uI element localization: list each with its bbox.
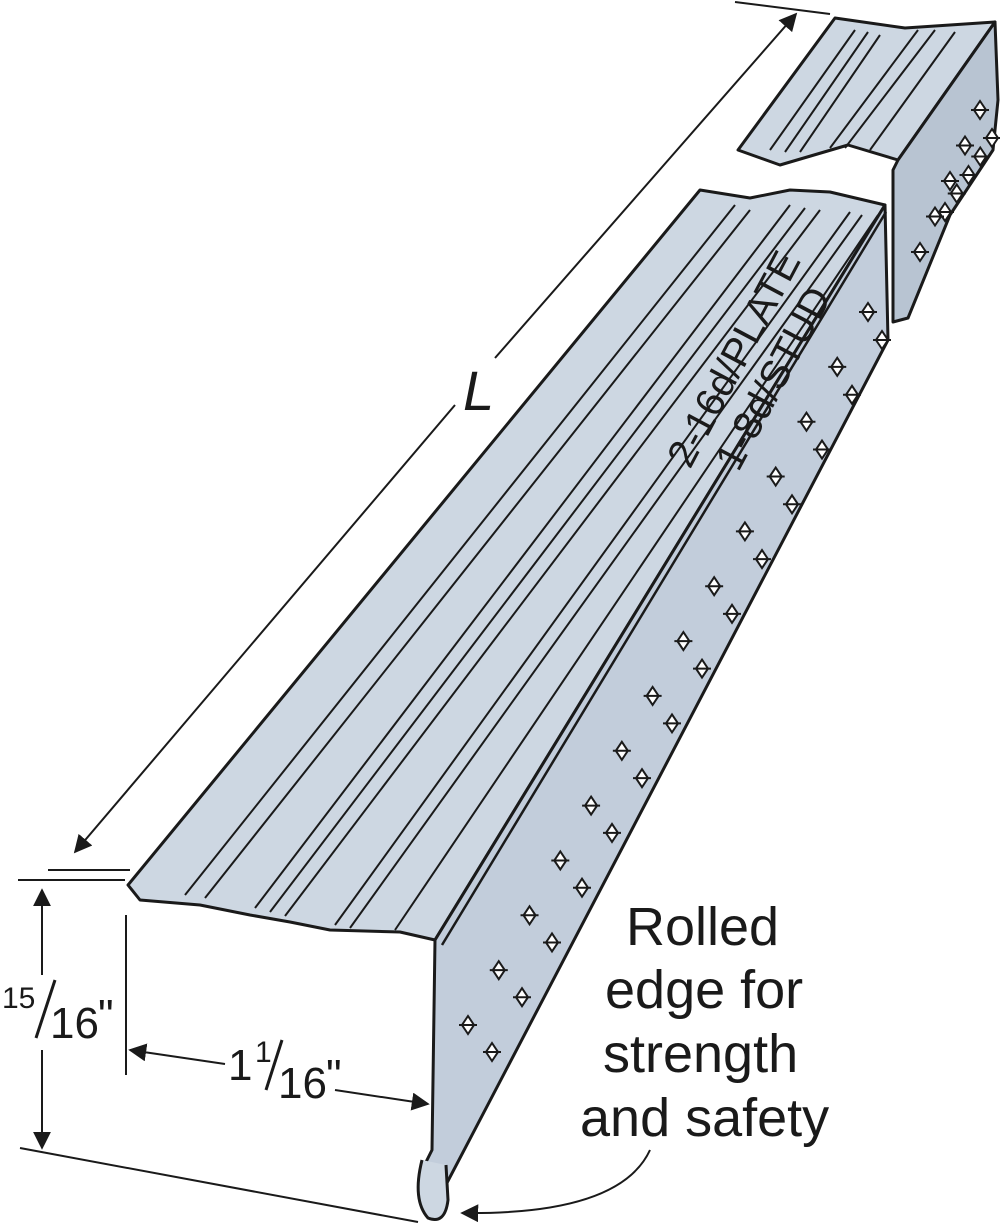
nail-hole-icon [971, 99, 989, 121]
flange-ribs [184, 204, 879, 931]
nail-hole-icon [947, 182, 966, 205]
width-unit: " [326, 1051, 342, 1100]
nail-hole-icon [513, 986, 531, 1009]
nail-hole-icon [956, 134, 974, 157]
near-top-flange [126, 188, 887, 942]
nail-hole-icon [674, 630, 693, 652]
nail-hole-icon [723, 603, 741, 625]
callout-line-1: Rolled [626, 897, 779, 957]
nail-hole-icon [705, 575, 724, 598]
nail-hole-icon [941, 170, 959, 192]
nail-hole-icon [813, 438, 831, 461]
nail-hole-icon [693, 657, 711, 680]
height-dimension: 15 16 " [2, 879, 419, 1223]
length-label: L [463, 359, 494, 422]
nail-hole-icon [828, 356, 847, 378]
nail-hole-icon [489, 959, 508, 981]
callout-line-2: edge for [605, 960, 803, 1020]
width-whole: 1 [228, 1041, 252, 1090]
nail-hole-icon [483, 1041, 501, 1063]
far-nail-holes [911, 99, 1000, 263]
nail-hole-icon [603, 822, 621, 844]
callout-line-4: and safety [580, 1088, 829, 1148]
nail-hole-icon [783, 493, 801, 516]
rolled-edge [416, 1159, 450, 1221]
nail-hole-icon [735, 520, 754, 543]
nail-hole-icon [911, 241, 929, 263]
height-denominator: 16 [50, 999, 99, 1048]
near-segment [126, 188, 891, 1221]
nail-hole-icon [873, 329, 891, 351]
nail-hole-icon [459, 1014, 477, 1036]
nail-hole-icon [663, 712, 681, 735]
far-segment [736, 16, 1000, 324]
nail-hole-icon [573, 876, 591, 899]
nail-hole-icon [797, 410, 816, 433]
nail-hole-icon [753, 548, 771, 570]
callout-line-3: strength [603, 1024, 798, 1084]
length-dimension: L [48, 1, 831, 871]
height-unit: " [98, 991, 114, 1040]
nail-hole-icon [959, 164, 978, 186]
nail-hole-icon [859, 301, 877, 323]
nail-hole-icon [971, 145, 990, 168]
width-numerator: 1 [255, 1036, 272, 1069]
nail-hole-icon [582, 794, 601, 817]
height-numerator: 15 [2, 982, 35, 1015]
nail-hole-icon [983, 127, 1000, 149]
nail-hole-icon [612, 739, 631, 762]
nail-hole-icon [766, 465, 785, 488]
nail-hole-icon [520, 904, 539, 927]
nail-hole-icon [843, 383, 861, 406]
width-denominator: 16 [278, 1059, 327, 1108]
rolled-edge-callout: Rolled edge for strength and safety [460, 897, 829, 1223]
nail-hole-icon [551, 849, 570, 872]
width-dimension: 1 1 16 " [125, 915, 430, 1111]
nail-hole-icon [633, 767, 651, 789]
near-nail-holes [459, 301, 891, 1063]
nail-hole-icon [926, 205, 944, 228]
nail-hole-icon [543, 931, 561, 954]
nail-hole-icon [643, 685, 662, 707]
